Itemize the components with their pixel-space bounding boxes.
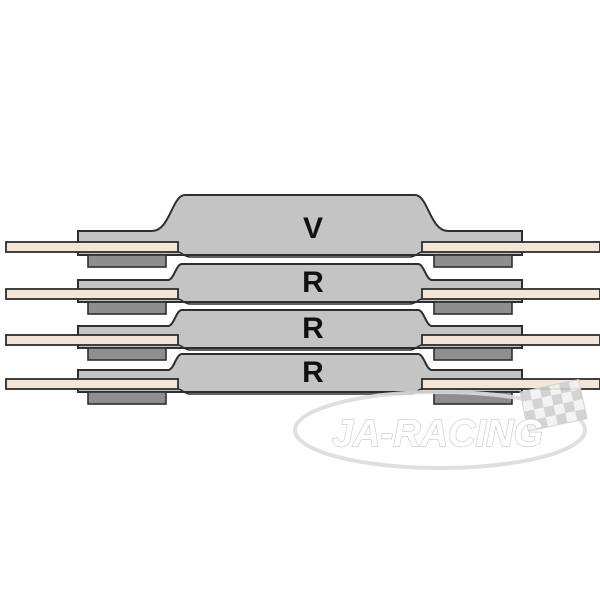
- tab-right: [421, 288, 600, 300]
- layer-label: R: [302, 312, 324, 345]
- shim-line: [177, 298, 423, 305]
- pad-right: [433, 347, 513, 361]
- tab-left: [5, 241, 179, 253]
- tab-left: [5, 378, 179, 390]
- tab-right: [421, 241, 600, 253]
- layer-label: R: [302, 356, 324, 389]
- pad-left: [87, 391, 167, 405]
- plate-body: [77, 309, 523, 349]
- plate-layer-2: R: [5, 263, 600, 315]
- plate-body: [77, 194, 523, 256]
- pad-right: [433, 254, 513, 268]
- shim-line: [177, 344, 423, 351]
- tab-right: [421, 378, 600, 390]
- checkered-flag-icon: [519, 378, 588, 432]
- plate-body: [77, 263, 523, 303]
- pad-left: [87, 347, 167, 361]
- layer-label: V: [303, 212, 323, 245]
- watermark-text: JA-RACING: [332, 413, 543, 455]
- layer-label: R: [302, 266, 324, 299]
- watermark-logo: JA-RACING: [293, 378, 588, 470]
- pad-right: [433, 301, 513, 315]
- shim-line: [177, 251, 423, 258]
- shim-line: [177, 388, 423, 395]
- watermark-swoosh: [293, 390, 587, 470]
- plate-layer-4: R: [5, 353, 600, 405]
- tab-left: [5, 288, 179, 300]
- plate-layer-3: R: [5, 309, 600, 361]
- pad-left: [87, 254, 167, 268]
- tab-right: [421, 334, 600, 346]
- tab-left: [5, 334, 179, 346]
- pad-left: [87, 301, 167, 315]
- plate-layer-1: V: [5, 194, 600, 268]
- plate-body: [77, 353, 523, 393]
